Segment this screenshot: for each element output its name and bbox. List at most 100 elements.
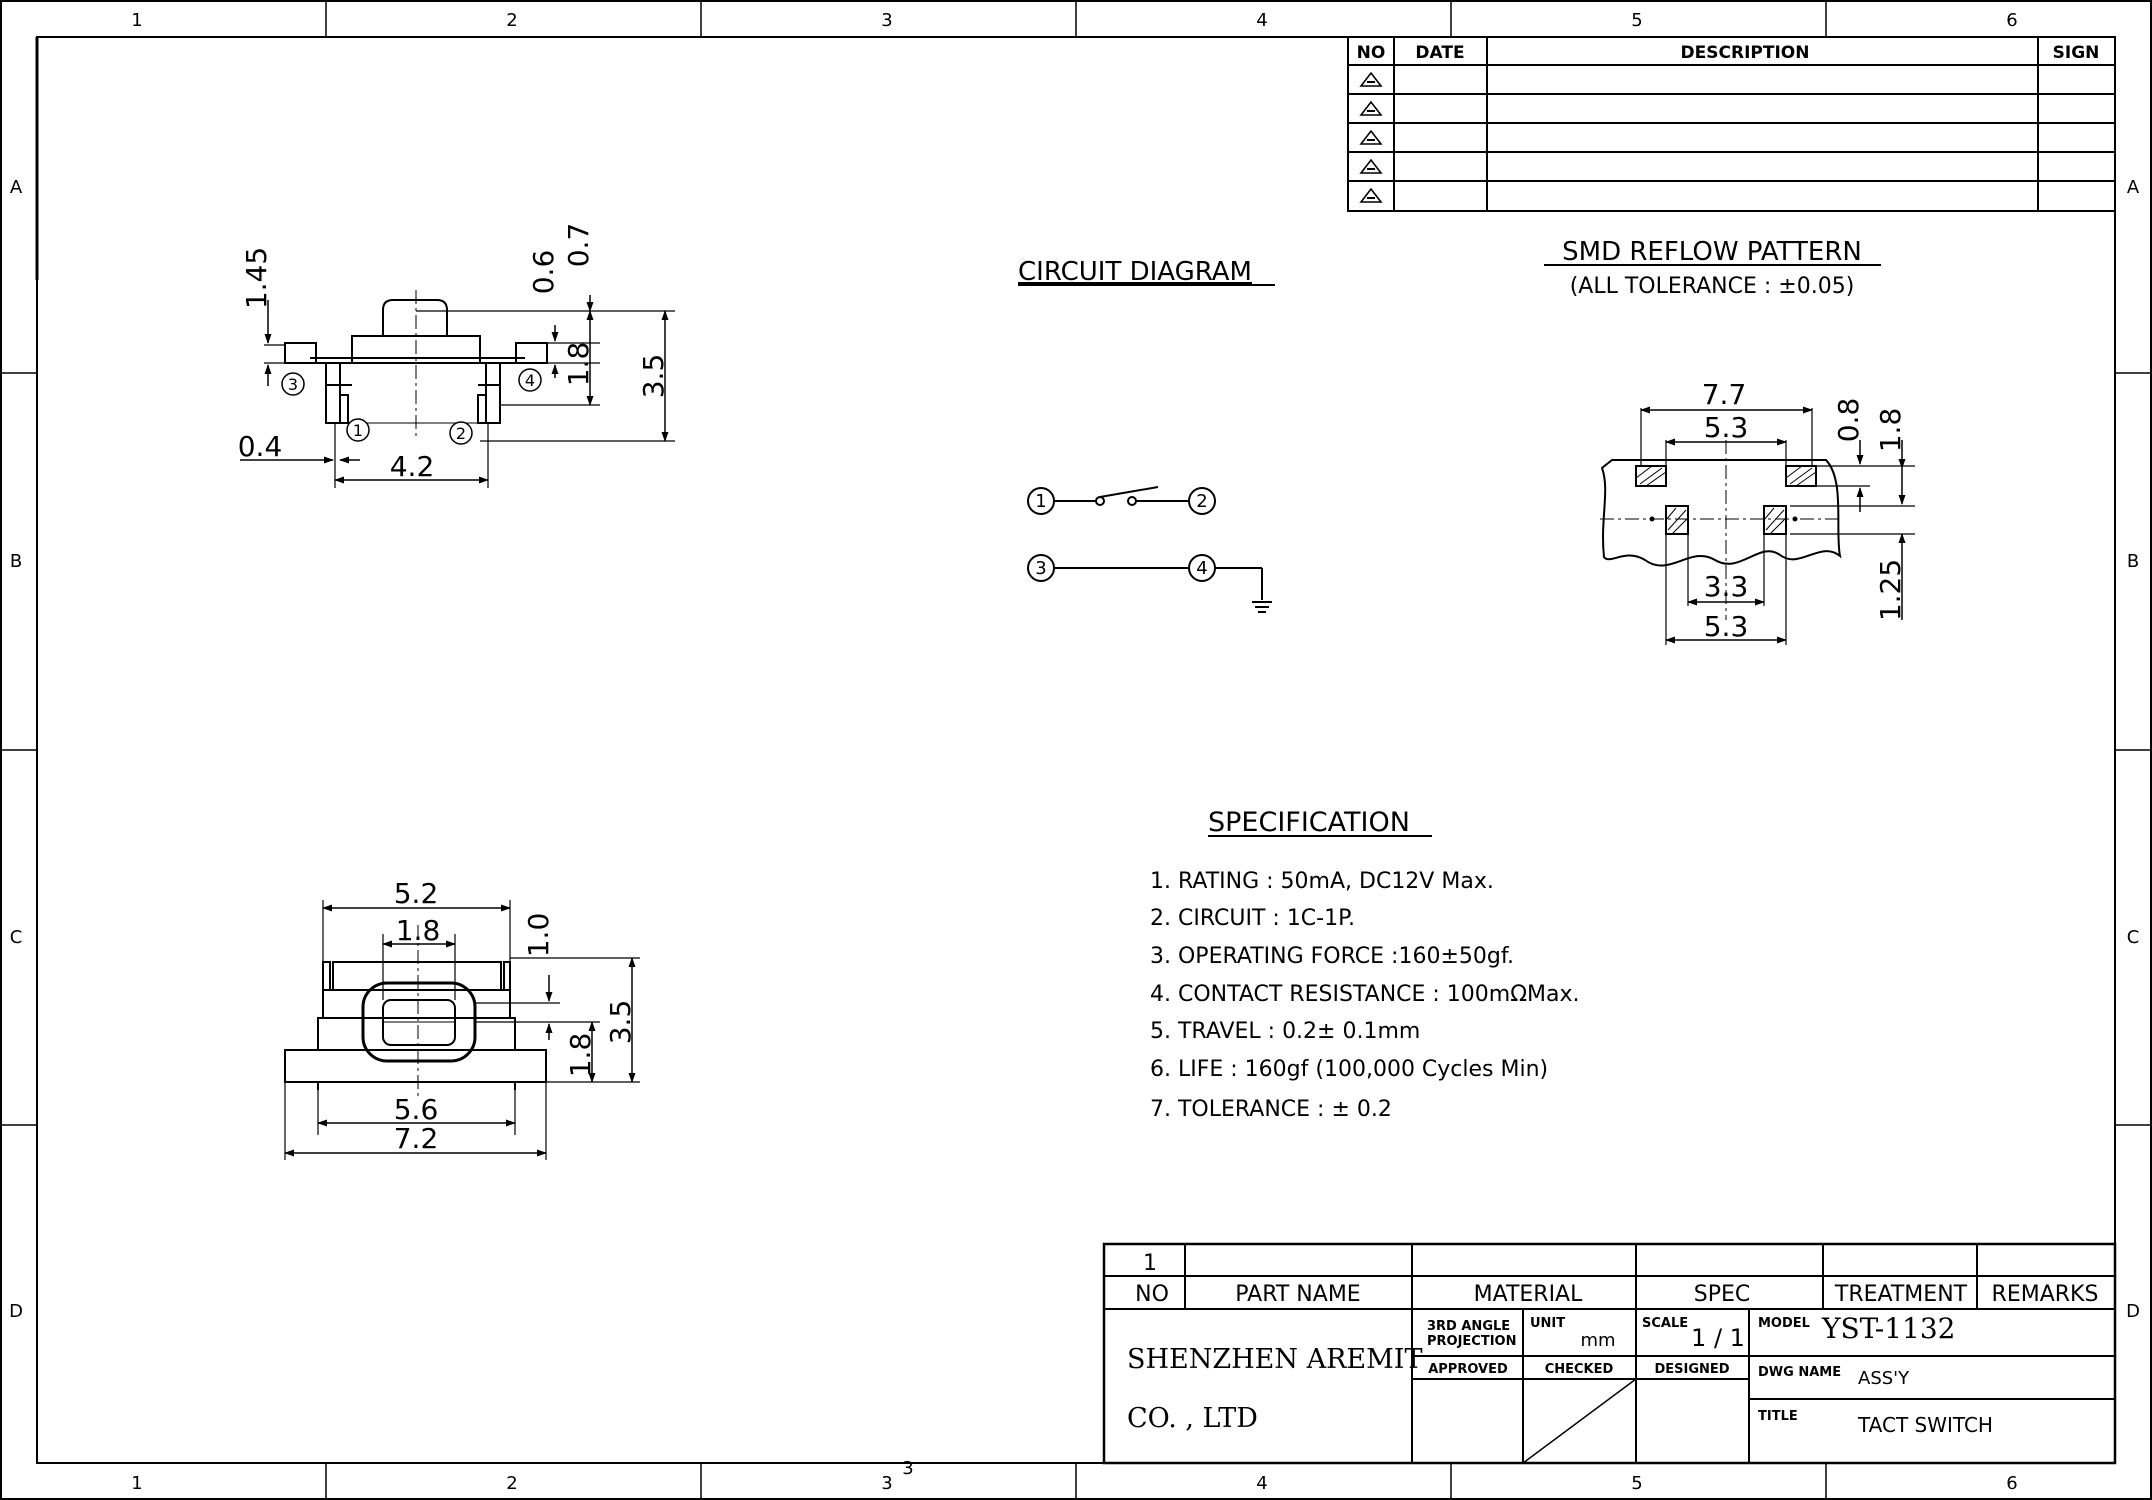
col-label: 1	[131, 1473, 142, 1494]
triangle-revision-icon	[1360, 101, 1382, 116]
dwg-name-label: DWG NAME	[1758, 1365, 1841, 1380]
dim-label: 3.5	[604, 1000, 637, 1045]
dwg-name-value: ASS'Y	[1858, 1368, 1910, 1389]
company-suffix: CO. , LTD	[1127, 1403, 1258, 1434]
row-number: 1	[1143, 1251, 1157, 1276]
reflow-subtitle: (ALL TOLERANCE : ±0.05)	[1570, 274, 1855, 299]
rev-header-date: DATE	[1415, 43, 1464, 63]
dim-label: 5.2	[394, 877, 439, 910]
header-material: MATERIAL	[1474, 1282, 1583, 1307]
dim-label: 4.2	[390, 450, 435, 483]
rev-header-no: NO	[1357, 43, 1386, 63]
col-label: 3	[881, 1473, 892, 1494]
company-name: SHENZHEN AREMIT	[1127, 1344, 1422, 1375]
dim-label: 1.8	[396, 914, 441, 947]
col-label: 5	[1631, 1473, 1642, 1494]
row-label: C	[2127, 927, 2140, 948]
circuit-pin-2: 2	[1196, 491, 1207, 512]
dim-label: 3.3	[1704, 570, 1749, 603]
stray-mark: 3	[902, 1458, 913, 1479]
projection-label: PROJECTION	[1427, 1334, 1516, 1349]
row-label: D	[2126, 1301, 2140, 1322]
spec-item: 2. CIRCUIT : 1C-1P.	[1150, 906, 1355, 931]
circuit-title: CIRCUIT DIAGRAM	[1018, 257, 1252, 287]
row-label: B	[2127, 551, 2139, 572]
spec-item: 7. TOLERANCE : ± 0.2	[1150, 1097, 1392, 1122]
circuit-pin-4: 4	[1196, 558, 1207, 579]
dim-label: 7.2	[394, 1122, 439, 1155]
spec-item: 5. TRAVEL : 0.2± 0.1mm	[1150, 1019, 1420, 1044]
unit-value: mm	[1580, 1330, 1615, 1351]
spec-item: 1. RATING : 50mA, DC12V Max.	[1150, 869, 1494, 894]
header-spec: SPEC	[1694, 1282, 1751, 1307]
model-label: MODEL	[1758, 1316, 1810, 1331]
side-pin-2: 2	[456, 424, 466, 443]
row-label: C	[10, 927, 23, 948]
dim-label: 0.6	[527, 250, 560, 295]
col-label: 1	[131, 10, 142, 31]
circuit-pin-3: 3	[1035, 558, 1046, 579]
dim-label: 1.8	[1874, 408, 1907, 453]
rev-header-sign: SIGN	[2053, 43, 2100, 63]
dim-label: 3.5	[637, 354, 670, 399]
header-part-name: PART NAME	[1235, 1282, 1360, 1307]
dim-label: 0.8	[1832, 398, 1865, 443]
top-view-drawing: 5.2 1.8 1.0 1.8 3.5 5.6 7.2	[284, 877, 640, 1160]
side-view-drawing: 3 4 1 2 1.45 0.6 0.7 1.8 3.5 0.4 4.2	[238, 223, 675, 488]
reflow-title: SMD REFLOW PATTERN	[1562, 237, 1862, 267]
rev-header-description: DESCRIPTION	[1681, 43, 1810, 63]
dim-label: 5.6	[394, 1093, 439, 1126]
col-label: 6	[2006, 10, 2017, 31]
triangle-revision-icon	[1360, 72, 1382, 87]
title-block: 1 NO PART NAME MATERIAL SPEC TREATMENT R…	[1102, 1242, 2117, 1465]
triangle-revision-icon	[1360, 159, 1382, 174]
revision-table: NO DATE DESCRIPTION SIGN	[1347, 36, 2116, 212]
col-label: 6	[2006, 1473, 2017, 1494]
spec-item: 6. LIFE : 160gf (100,000 Cycles Min)	[1150, 1057, 1548, 1082]
row-label: A	[10, 177, 23, 198]
dim-label: 1.8	[562, 342, 595, 387]
dim-label: 5.3	[1704, 411, 1749, 444]
title-value: TACT SWITCH	[1857, 1413, 1993, 1437]
header-remarks: REMARKS	[1992, 1282, 2099, 1307]
dim-label: 1.25	[1874, 559, 1907, 621]
approved-label: APPROVED	[1428, 1362, 1508, 1377]
row-label: D	[9, 1301, 23, 1322]
designed-label: DESIGNED	[1654, 1362, 1729, 1377]
header-treatment: TREATMENT	[1834, 1282, 1968, 1307]
side-pin-3: 3	[288, 375, 298, 394]
scale-value: 1 / 1	[1691, 1324, 1745, 1352]
projection-label: 3RD ANGLE	[1427, 1319, 1510, 1334]
title-label: TITLE	[1758, 1409, 1798, 1424]
side-pin-1: 1	[353, 421, 363, 440]
col-label: 3	[881, 10, 892, 31]
spec-item: 3. OPERATING FORCE :160±50gf.	[1150, 944, 1514, 969]
circuit-pin-1: 1	[1035, 491, 1046, 512]
col-label: 4	[1256, 1473, 1267, 1494]
dim-label: 0.7	[562, 223, 595, 268]
spec-title: SPECIFICATION	[1208, 807, 1410, 838]
model-value: YST-1132	[1821, 1312, 1955, 1345]
row-label: A	[2127, 177, 2140, 198]
col-label: 2	[506, 1473, 517, 1494]
dim-label: 1.0	[522, 913, 555, 958]
dim-label: 7.7	[1702, 378, 1747, 411]
dim-label: 1.8	[564, 1033, 597, 1078]
side-pin-4: 4	[525, 371, 535, 390]
specification: SPECIFICATION 1. RATING : 50mA, DC12V Ma…	[1150, 807, 1580, 1122]
unit-label: UNIT	[1530, 1316, 1565, 1331]
checked-label: CHECKED	[1545, 1362, 1614, 1377]
dim-label: 5.3	[1704, 610, 1749, 643]
spec-item: 4. CONTACT RESISTANCE : 100mΩMax.	[1150, 982, 1580, 1007]
frame-labels: 1 2 3 4 5 6 1 2 3 4 5 6 3 A B C D A B C …	[9, 10, 2140, 1494]
col-label: 2	[506, 10, 517, 31]
scale-label: SCALE	[1642, 1316, 1688, 1331]
row-label: B	[10, 551, 22, 572]
triangle-revision-icon	[1360, 130, 1382, 145]
reflow-pattern: SMD REFLOW PATTERN (ALL TOLERANCE : ±0.0…	[1544, 237, 1915, 645]
header-no: NO	[1135, 1282, 1169, 1307]
triangle-revision-icon	[1360, 188, 1382, 203]
dim-label: 0.4	[238, 430, 283, 463]
